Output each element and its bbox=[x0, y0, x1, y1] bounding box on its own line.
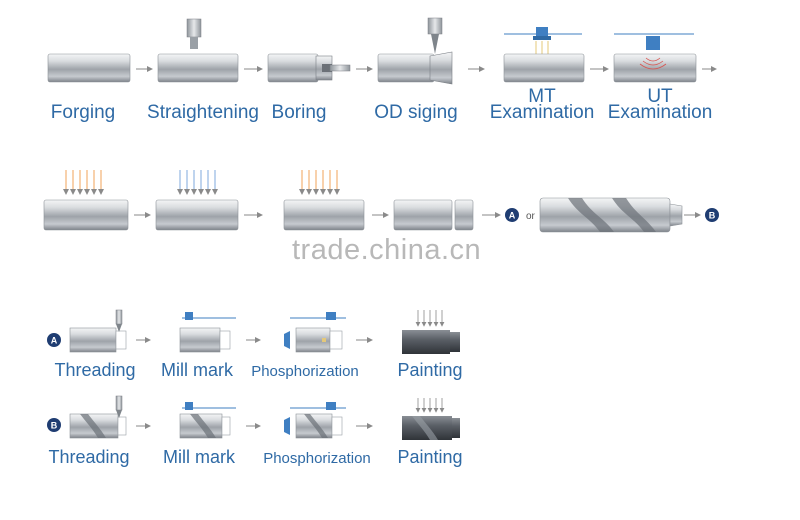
label-phosphorization-b: Phosphorization bbox=[263, 450, 371, 467]
boring-step bbox=[267, 53, 351, 83]
badge-a-row2: A bbox=[505, 208, 519, 222]
threading-a-step bbox=[69, 309, 127, 353]
cut-pipe-long bbox=[393, 199, 453, 231]
cut-pipe-short bbox=[454, 199, 474, 231]
boring-pipe bbox=[267, 53, 319, 83]
cooling-step bbox=[155, 170, 239, 242]
label-od-siging: OD siging bbox=[374, 102, 458, 123]
or-label: or bbox=[526, 211, 536, 222]
label-phosphorization-a: Phosphorization bbox=[251, 363, 359, 380]
painting-b-step bbox=[402, 398, 460, 440]
label-threading-a: Threading bbox=[54, 360, 136, 380]
heating-arrows-icon bbox=[63, 170, 104, 195]
phosphorization-b-step bbox=[284, 402, 346, 439]
label-threading-b: Threading bbox=[48, 447, 130, 467]
ut-step bbox=[613, 33, 697, 83]
ut-pipe bbox=[613, 53, 697, 83]
od-sizing-pipe bbox=[377, 53, 435, 83]
svg-text:B: B bbox=[709, 211, 716, 221]
spray-nozzle-icon bbox=[284, 331, 290, 349]
label-painting-b: Painting bbox=[397, 447, 463, 467]
od-sizing-step bbox=[377, 17, 453, 85]
label-mill-mark-a: Mill mark bbox=[161, 360, 233, 380]
spiral-pipe-icon bbox=[539, 197, 683, 233]
label-painting-a: Painting bbox=[397, 360, 463, 380]
sizing-tool-icon bbox=[427, 17, 443, 35]
watermark: trade.china.cn bbox=[292, 234, 482, 266]
label-straightening: Straightening bbox=[147, 102, 259, 123]
mt-step bbox=[503, 27, 585, 83]
cooling-pipe bbox=[155, 199, 239, 231]
phosphorization-a-step bbox=[284, 312, 346, 353]
mt-pipe bbox=[503, 53, 585, 83]
tempering-pipe bbox=[283, 199, 365, 231]
marking-head-icon bbox=[185, 312, 193, 320]
label-ut-line2: Examination bbox=[607, 102, 713, 123]
badge-b-row2: B bbox=[705, 208, 719, 222]
magnetic-probe-icon bbox=[536, 27, 548, 37]
label-mt-line1: MT bbox=[528, 86, 556, 107]
label-ut-line1: UT bbox=[647, 86, 673, 107]
painting-a-step bbox=[402, 310, 460, 354]
cutting-step bbox=[393, 199, 474, 231]
label-forging: Forging bbox=[50, 102, 116, 123]
heat-treat-pipe bbox=[43, 199, 129, 231]
mill-mark-a-step bbox=[179, 312, 236, 353]
straightening-pipe bbox=[157, 53, 239, 83]
badge-b: B bbox=[47, 418, 61, 432]
tempering-step bbox=[283, 170, 365, 231]
mill-mark-b-step bbox=[179, 402, 236, 439]
forging-pipe bbox=[47, 53, 131, 83]
straightening-step bbox=[157, 18, 239, 83]
label-mt-line2: Examination bbox=[489, 102, 595, 123]
cooling-arrows-icon bbox=[177, 170, 218, 195]
heat-treatment-1-step bbox=[43, 170, 129, 242]
ultrasonic-probe-icon bbox=[646, 36, 660, 50]
paint-spray-arrows-icon bbox=[415, 310, 445, 327]
boring-bar-icon bbox=[329, 64, 351, 72]
threading-tool-icon bbox=[115, 309, 123, 325]
label-boring: Boring bbox=[271, 102, 327, 123]
svg-text:B: B bbox=[51, 421, 58, 431]
threading-b-step bbox=[69, 395, 127, 439]
svg-text:A: A bbox=[509, 211, 516, 221]
badge-a: A bbox=[47, 333, 61, 347]
label-mill-mark-b: Mill mark bbox=[163, 447, 235, 467]
tempering-arrows-icon bbox=[299, 170, 340, 195]
press-head-icon bbox=[186, 18, 202, 38]
svg-text:A: A bbox=[51, 336, 58, 346]
